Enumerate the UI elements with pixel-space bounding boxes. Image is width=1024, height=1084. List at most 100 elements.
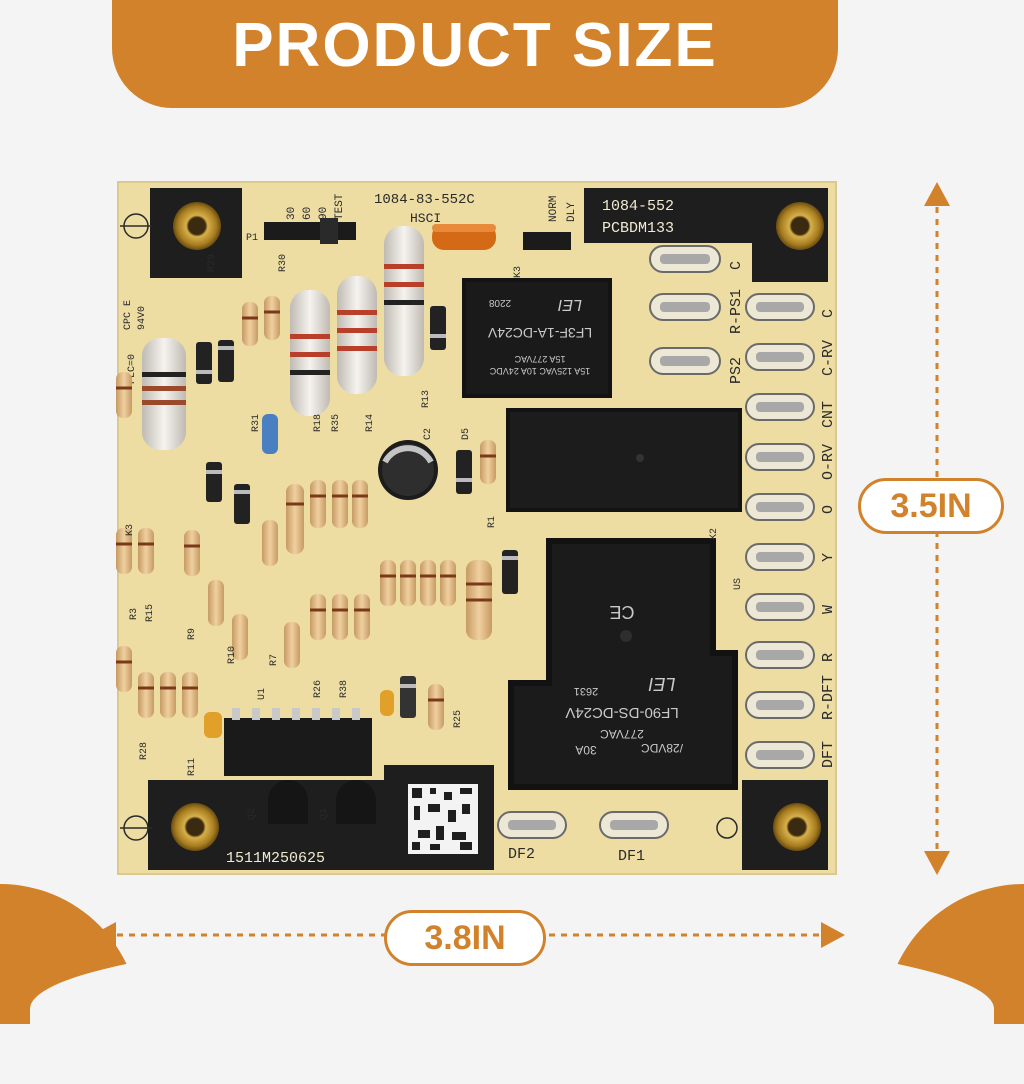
- p1-jumper-header: [264, 222, 356, 240]
- ref-label: C2: [423, 428, 434, 440]
- ref-label: K3: [125, 524, 136, 536]
- plc-label: PLC=0: [127, 354, 138, 384]
- circuit-board-image: 1084-83-552C HSCI 1084-552 PCBDM133 1511…: [105, 181, 950, 948]
- power-resistor: [290, 290, 330, 416]
- ref-label: Q1: [319, 808, 330, 820]
- mounting-hole: [776, 202, 824, 250]
- terminal-label-dft: DFT: [820, 741, 837, 768]
- norm-label: NORM: [548, 196, 560, 222]
- terminal-label-ps2: PS2: [728, 357, 745, 384]
- mounting-hole: [773, 803, 821, 851]
- terminal-label-y: Y: [820, 553, 837, 562]
- ref-label: R26: [313, 680, 324, 698]
- power-resistor: [384, 226, 424, 376]
- resistor-r35: [262, 414, 278, 454]
- diode: [218, 340, 234, 382]
- terminal-label-r: R: [820, 653, 837, 662]
- terminal-label-o-rv: O-RV: [820, 444, 837, 480]
- model-label-2: PCBDM133: [602, 220, 674, 237]
- ref-label: R28: [139, 742, 150, 760]
- relay-k1: [506, 408, 742, 512]
- timer-90: 90: [318, 207, 330, 220]
- height-label: 3.5IN: [858, 478, 1004, 534]
- ref-label: R11: [187, 758, 198, 776]
- diode: [400, 676, 416, 718]
- ref-label: R31: [251, 414, 262, 432]
- capacitor-c2: [378, 440, 438, 500]
- serial-number: 1511M250625: [226, 850, 325, 867]
- board-part-number: 1084-83-552C: [374, 192, 475, 208]
- diode: [430, 306, 446, 350]
- timer-test: TEST: [334, 193, 346, 220]
- ref-label: R18: [313, 414, 324, 432]
- ref-label: U1: [257, 688, 268, 700]
- resistor-array: [116, 296, 496, 730]
- relay-large-brand: LEI: [648, 674, 675, 694]
- bottom-terminals: [497, 811, 669, 839]
- ref-label: R9: [187, 628, 198, 640]
- capacitor-c4: [204, 712, 222, 738]
- ref-label: D5: [461, 428, 472, 440]
- mounting-hole: [171, 803, 219, 851]
- terminal-label-w: W: [820, 605, 837, 614]
- terminal-label-left-r-ps1: R-PS1: [728, 289, 745, 334]
- relay-large-rating-2: 277VAC: [600, 727, 644, 741]
- terminal-label-r-dft: R-DFT: [820, 675, 837, 720]
- relay-small-rating-2: 15A 277VAC: [514, 354, 565, 364]
- title-banner: PRODUCT SIZE: [112, 0, 838, 108]
- ref-label: Q2: [247, 808, 258, 820]
- diode: [196, 342, 212, 384]
- ref-label: R30: [278, 254, 289, 272]
- p2-jumper-header: [523, 232, 571, 250]
- ref-label: R25: [453, 710, 464, 728]
- ref-label: R1: [487, 516, 498, 528]
- ic-u1: [224, 708, 372, 776]
- diode: [234, 484, 250, 524]
- ref-label: R29: [207, 254, 218, 272]
- ref-label-k3: K3: [513, 266, 524, 278]
- ref-label: R14: [365, 414, 376, 432]
- diode: [502, 550, 518, 594]
- model-label-1: 1084-552: [602, 198, 674, 215]
- relay-small-model: LF3F-1A-DC24V: [487, 325, 592, 341]
- terminal-label-df2: DF2: [508, 846, 535, 863]
- terminal-label-c-rv: C-RV: [820, 340, 837, 376]
- relay-large-rating-1: 30A: [575, 743, 596, 757]
- ref-label: R35: [331, 414, 342, 432]
- page-title: PRODUCT SIZE: [232, 11, 718, 80]
- relay-small-code: 2208: [488, 297, 511, 308]
- relay-large-model: LF90-DS-DC24V: [565, 704, 678, 721]
- qr-code: [408, 784, 478, 854]
- svg-text:P1: P1: [246, 233, 258, 244]
- capacitor-c3: [380, 690, 394, 716]
- terminal-label-cnt: CNT: [820, 401, 837, 428]
- relay-k2: 30A 277VAC /28VDC LF90-DS-DC24V LEI 2631…: [508, 538, 738, 790]
- hsci-label: HSCI: [410, 211, 441, 226]
- ref-label: K2: [709, 528, 720, 540]
- terminal-label-c: C: [820, 309, 837, 318]
- relay-large-code: 2631: [574, 685, 598, 697]
- relay-large-rating-3: /28VDC: [641, 741, 683, 755]
- mounting-hole: [173, 202, 221, 250]
- ref-label: R38: [339, 680, 350, 698]
- dly-label: DLY: [566, 202, 578, 222]
- ref-label-us: US: [733, 578, 744, 590]
- relay-small-brand: LEI: [557, 296, 582, 313]
- height-dimension-arrow: [924, 182, 950, 875]
- timer-30: 30: [286, 207, 298, 220]
- terminal-label-df1: DF1: [618, 848, 645, 865]
- relay-large-ce: CE: [609, 602, 634, 622]
- terminal-label-o: O: [820, 505, 837, 514]
- power-resistor: [337, 276, 377, 394]
- relay-k3: 15A 125VAC 10A 24VDC 15A 277VAC LF3F-1A-…: [462, 278, 612, 398]
- transistor-q2: [268, 780, 308, 824]
- relay-small-rating-1: 15A 125VAC 10A 24VDC: [489, 366, 590, 376]
- ref-label: R3: [129, 608, 140, 620]
- diode: [456, 450, 472, 494]
- ref-label: R7: [269, 654, 280, 666]
- timer-60: 60: [302, 207, 314, 220]
- ref-label: R10: [227, 646, 238, 664]
- left-terminals: [649, 245, 721, 375]
- right-terminals: [745, 293, 815, 769]
- cpc-label: CPC E: [123, 300, 134, 330]
